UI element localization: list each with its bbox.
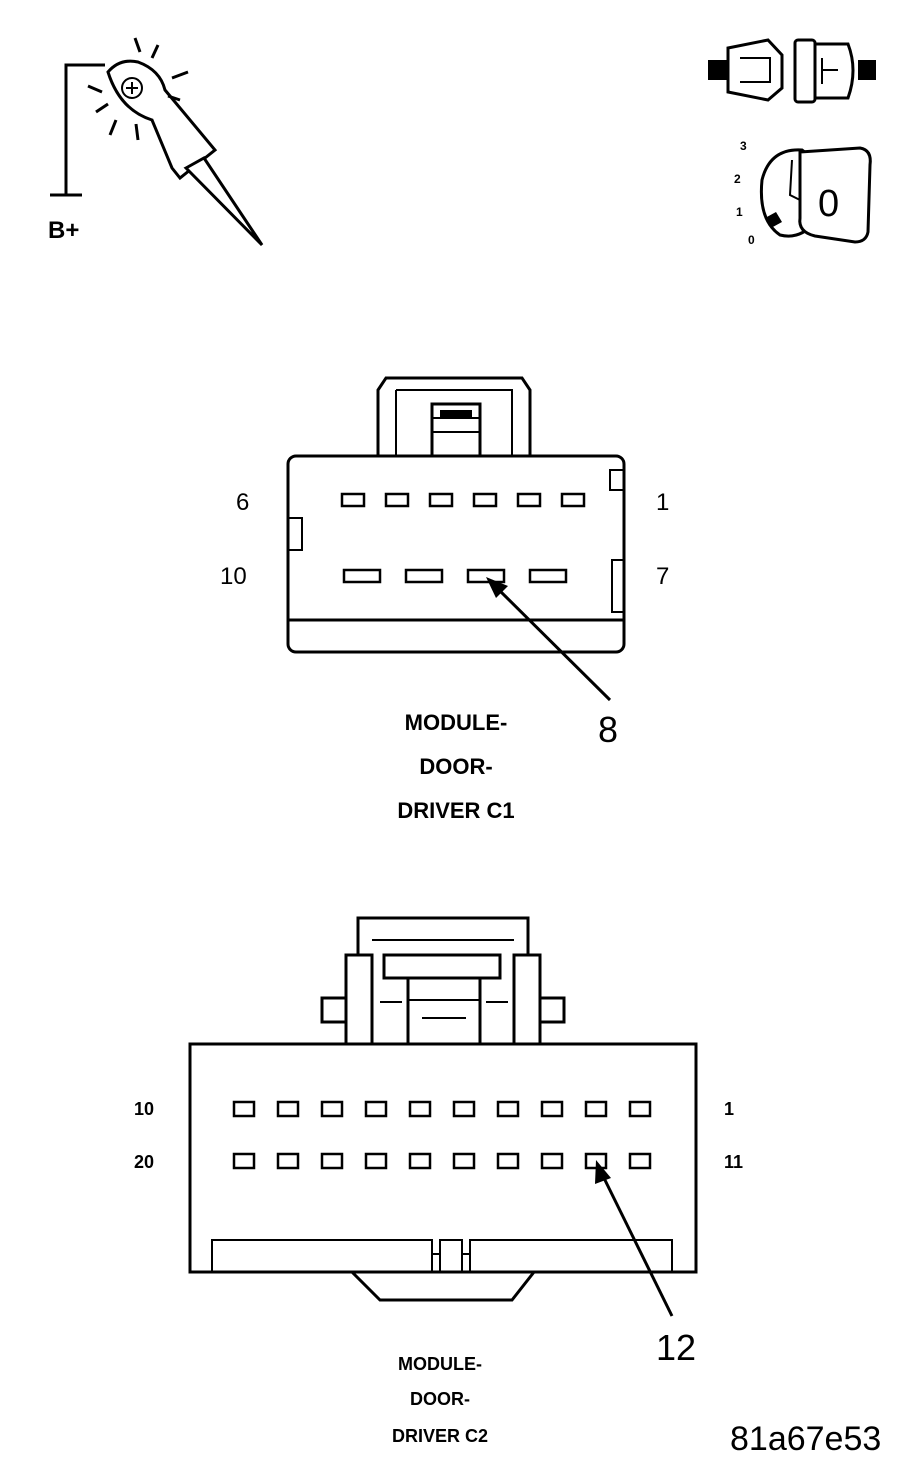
c1-top-cavity (384, 492, 410, 508)
c1-caption-line-1: MODULE- (405, 710, 508, 735)
disconnect-connector-icon (708, 38, 876, 104)
c1-bottom-cavity (528, 568, 568, 584)
c1-top-cavity (340, 492, 366, 508)
c2-top-cavity (628, 1100, 652, 1118)
c2-bottom-cavity (408, 1152, 432, 1170)
ignition-position-1: 1 (736, 205, 743, 219)
c1-top-cavity (472, 492, 498, 508)
c2-bottom-cavity (364, 1152, 388, 1170)
c2-bottom-cavity (540, 1152, 564, 1170)
probe-label: B+ (48, 217, 79, 244)
c2-cavities (232, 1100, 652, 1170)
c2-caption-line-2: DOOR- (410, 1389, 470, 1409)
c1-top-cavity (560, 492, 586, 508)
c2-bottom-cavity (320, 1152, 344, 1170)
c1-bottom-cavity (466, 568, 506, 584)
c2-top-cavity (232, 1100, 256, 1118)
connector-c1: 6 1 10 7 8 MODULE- DOOR- DRIVER C1 (220, 376, 669, 823)
c2-bottom-cavity (496, 1152, 520, 1170)
c1-callout-pin: 8 (598, 709, 618, 750)
c1-pin-label-10: 10 (220, 563, 247, 590)
c2-top-cavity (276, 1100, 300, 1118)
c2-caption-line-3: DRIVER C2 (392, 1426, 488, 1446)
connector-c2: 10 1 20 11 12 MODULE- DOOR- DRIVER C2 (134, 916, 743, 1446)
c2-caption-line-1: MODULE- (398, 1354, 482, 1374)
c2-top-cavity (364, 1100, 388, 1118)
c2-callout-pin: 12 (656, 1327, 696, 1368)
c2-top-cavity (540, 1100, 564, 1118)
c2-pin-label-1: 1 (724, 1099, 734, 1119)
ignition-position-2: 2 (734, 172, 741, 186)
c2-pin-label-11: 11 (724, 1152, 743, 1172)
c2-top-cavity (408, 1100, 432, 1118)
c1-top-cavity (428, 492, 454, 508)
c1-bottom-cavity (342, 568, 382, 584)
c1-pin-label-1: 1 (656, 489, 669, 516)
c2-bottom-cavity (628, 1152, 652, 1170)
c1-pin-label-7: 7 (656, 563, 669, 590)
c1-bottom-cavity (404, 568, 444, 584)
c2-pin-label-20: 20 (134, 1152, 154, 1172)
c1-caption-line-3: DRIVER C1 (397, 798, 514, 823)
c2-top-cavity (496, 1100, 520, 1118)
c2-bottom-cavity (232, 1152, 256, 1170)
c2-top-cavity (320, 1100, 344, 1118)
c2-top-cavity (584, 1100, 608, 1118)
ignition-key-label: 0 (818, 183, 839, 225)
figure-id: 81a67e53 (730, 1420, 881, 1458)
c1-cavities (340, 492, 586, 584)
c2-bottom-cavity (452, 1152, 476, 1170)
c1-pin-label-6: 6 (236, 489, 249, 516)
c1-top-cavity (516, 492, 542, 508)
c2-pin-label-10: 10 (134, 1099, 154, 1119)
c2-top-cavity (452, 1100, 476, 1118)
test-light-probe-icon: B+ (48, 37, 264, 247)
c1-caption-line-2: DOOR- (419, 754, 492, 779)
ignition-key-icon: 0 3 2 1 0 (734, 139, 872, 247)
ignition-position-3: 3 (740, 139, 747, 153)
c2-bottom-cavity (276, 1152, 300, 1170)
ignition-position-0: 0 (748, 233, 755, 247)
